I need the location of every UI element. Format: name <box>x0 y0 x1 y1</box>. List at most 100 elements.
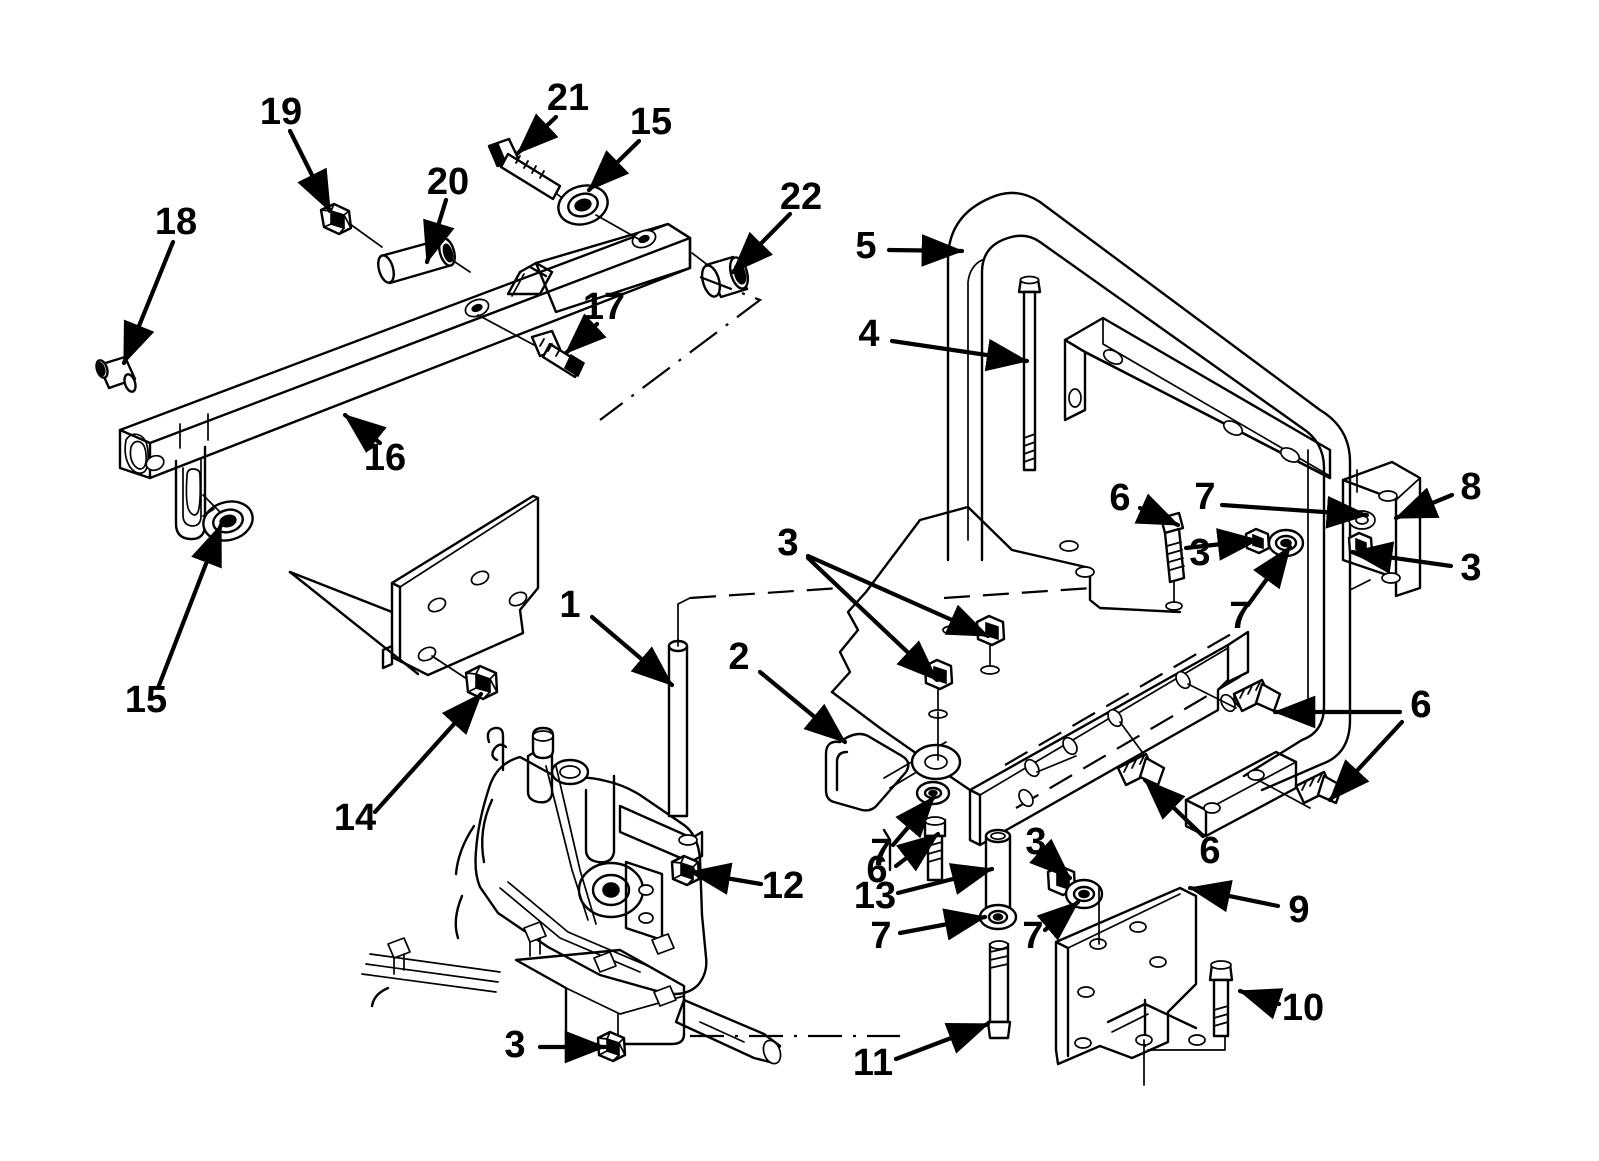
callout-15: 15 <box>586 101 672 193</box>
transaxle-bolts <box>387 921 677 1007</box>
callout-7: 7 <box>1194 476 1370 529</box>
callout-number: 21 <box>547 77 589 119</box>
callout-6: 6 <box>1327 684 1432 803</box>
rod-1 <box>667 586 841 818</box>
leader-line <box>423 197 455 265</box>
leader-line <box>889 338 1030 372</box>
leader-line <box>1142 777 1206 839</box>
leader-line <box>563 313 607 356</box>
callout-number: 7 <box>1194 476 1215 518</box>
callout-number: 20 <box>427 161 469 203</box>
callout-11: 11 <box>853 1021 991 1084</box>
callout-number: 15 <box>125 679 167 721</box>
long-bolt-11 <box>986 940 1012 1040</box>
callout-3: 3 <box>1183 528 1261 574</box>
callout-number: 6 <box>866 849 887 891</box>
callout-number: 22 <box>780 176 822 218</box>
washer-15-upper <box>557 184 609 226</box>
leader-line <box>1327 719 1405 803</box>
callout-number: 7 <box>1229 595 1250 637</box>
callout-number: 7 <box>1022 915 1043 957</box>
leader-line <box>730 211 793 275</box>
mount-plate-14 <box>288 494 540 682</box>
callout-3: 3 <box>504 1024 608 1066</box>
callout-number: 6 <box>1109 477 1130 519</box>
callout-6: 6 <box>866 831 941 891</box>
callout-20: 20 <box>423 161 469 265</box>
leader-line <box>886 234 965 267</box>
callout-number: 5 <box>855 225 876 267</box>
callout-number: 6 <box>1199 830 1220 872</box>
roll-bar-angle-plate <box>1063 316 1332 480</box>
bolt-6-right-upper <box>1232 678 1282 713</box>
callout-6: 6 <box>1142 777 1221 872</box>
callout-5: 5 <box>855 225 965 267</box>
callout-number: 2 <box>728 636 749 678</box>
callout-number: 18 <box>155 201 197 243</box>
leader-line <box>589 614 675 688</box>
callout-number: 3 <box>504 1024 525 1066</box>
bracket-8 <box>1341 460 1422 598</box>
leader-line <box>1219 495 1370 529</box>
roll-bar-foot-strap <box>1184 750 1311 838</box>
long-bolt-4 <box>1017 275 1042 472</box>
hardware-3-7-bracket9 <box>1046 864 1104 910</box>
leader-line <box>121 239 176 366</box>
leader-line <box>805 553 991 639</box>
leader-line <box>1245 544 1293 608</box>
leader-line <box>1036 899 1081 941</box>
callout-number: 17 <box>583 286 625 328</box>
callout-number: 8 <box>1460 466 1481 508</box>
leader-line <box>1029 838 1073 881</box>
callout-number: 12 <box>762 865 804 907</box>
callout-number: 14 <box>334 797 376 839</box>
callout-number: 6 <box>1410 684 1431 726</box>
chassis-frame-plate <box>830 505 1250 847</box>
leader-line <box>897 908 988 941</box>
callout-7: 7 <box>1022 899 1081 957</box>
callout-3: 3 <box>1349 541 1482 589</box>
hardware-3-chassis <box>923 614 1006 761</box>
spacer-20 <box>377 237 456 285</box>
callout-number: 1 <box>559 584 580 626</box>
leader-line <box>515 113 559 156</box>
callout-number: 4 <box>858 313 879 355</box>
bolt-17 <box>530 329 586 379</box>
leader-line <box>1187 880 1281 913</box>
callout-12: 12 <box>687 862 804 907</box>
callout-7: 7 <box>870 794 937 874</box>
callout-6: 6 <box>1109 477 1181 528</box>
callout-3: 3 <box>1025 821 1073 881</box>
callout-22: 22 <box>730 176 822 275</box>
callout-number: 6 <box>1410 684 1431 726</box>
leader-line <box>893 831 941 872</box>
leader-line <box>1349 541 1454 574</box>
callout-2: 2 <box>728 636 848 745</box>
roll-bar-5 <box>946 191 1352 792</box>
callout-number: 13 <box>854 875 896 917</box>
callout-8: 8 <box>1393 466 1482 521</box>
leader-line <box>1134 493 1181 528</box>
callout-10: 10 <box>1237 987 1324 1029</box>
callout-number: 10 <box>1282 987 1324 1029</box>
leader-line <box>687 862 764 895</box>
callout-number: 3 <box>1189 532 1210 574</box>
callout-1: 1 <box>559 584 675 688</box>
callout-3: 3 <box>777 522 991 639</box>
callout-number: 11 <box>853 1042 893 1084</box>
callout-number: 3 <box>1460 547 1481 589</box>
leader-line <box>586 138 642 193</box>
callout-number: 7 <box>870 915 891 957</box>
leader-line <box>1393 487 1455 521</box>
lock-nut-14 <box>464 664 499 701</box>
draw-bar-16 <box>118 222 692 541</box>
leader-line <box>287 128 333 214</box>
callout-9: 9 <box>1187 880 1310 931</box>
hardware-7-3-mid <box>1244 527 1305 558</box>
callout-19: 19 <box>260 91 333 214</box>
callout-number: 3 <box>777 522 798 564</box>
leader-line <box>805 555 940 683</box>
bolt-6-right-lower <box>1294 770 1344 805</box>
callout-7: 7 <box>870 908 988 957</box>
